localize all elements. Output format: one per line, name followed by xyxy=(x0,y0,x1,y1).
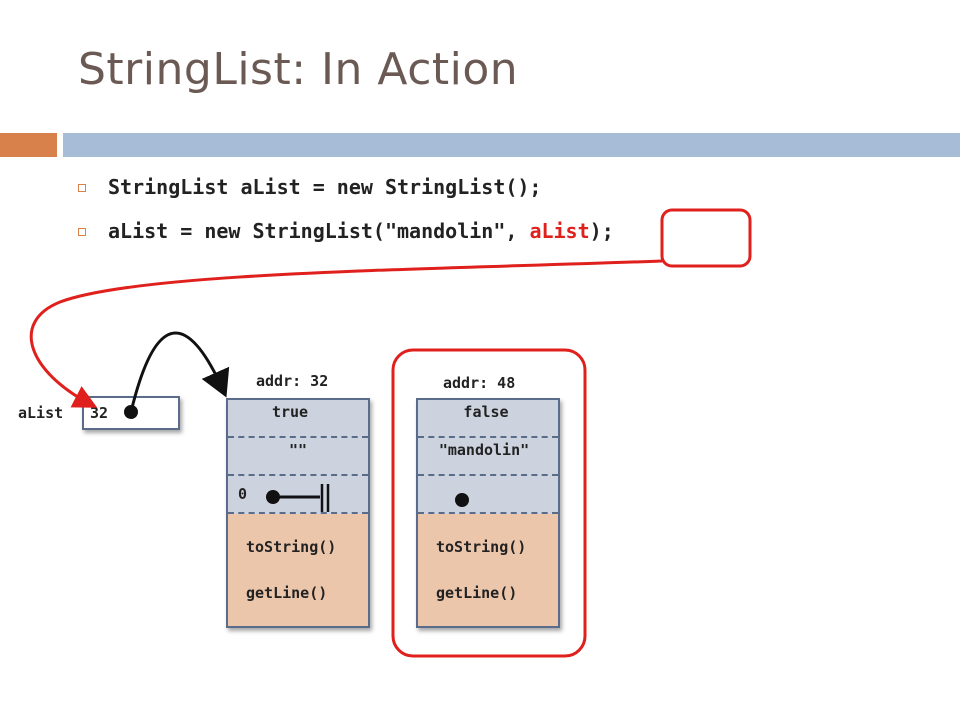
variable-name: aList xyxy=(18,404,64,422)
object-1-line-value: "" xyxy=(288,441,308,459)
object-2-highlight-box xyxy=(391,348,587,658)
object-1: true "" 0 toString() getLine() xyxy=(226,398,370,628)
code-highlight-box xyxy=(660,208,752,268)
bullet-marker-1 xyxy=(78,184,86,192)
code-line-2: aList = new StringList("mandolin", aList… xyxy=(108,219,614,243)
object-2-methods: toString() getLine() xyxy=(418,514,558,626)
object-1-empty-value: true xyxy=(271,403,309,421)
title-underline-orange xyxy=(0,133,57,157)
object-2-empty-field: false xyxy=(418,400,558,438)
variable-pointer-arrow xyxy=(129,331,230,413)
object-2-line-value: "mandolin" xyxy=(438,441,530,459)
object-2-method-tostring: toString() xyxy=(436,538,527,556)
object-1-method-getline: getLine() xyxy=(246,584,328,602)
code-line-2-post: ); xyxy=(589,219,614,243)
object-2-method-getline: getLine() xyxy=(436,584,518,602)
object-1-line-field: "" xyxy=(228,438,368,476)
object-2: false "mandolin" toString() getLine() xyxy=(416,398,560,628)
assignment-arrow xyxy=(29,259,663,408)
object-2-next-dot xyxy=(455,493,469,507)
object-1-addr: addr: 32 xyxy=(256,372,329,390)
variable-value: 32 xyxy=(90,404,109,422)
code-line-1: StringList aList = new StringList(); xyxy=(108,175,542,199)
object-1-empty-field: true xyxy=(228,400,368,438)
code-line-2-pre: aList = new StringList("mandolin", xyxy=(108,219,530,243)
slide-title: StringList: In Action xyxy=(78,44,519,95)
object-2-next-field xyxy=(418,476,558,514)
object-2-line-field: "mandolin" xyxy=(418,438,558,476)
object-1-method-tostring: toString() xyxy=(246,538,337,556)
code-line-2-highlight: aList xyxy=(529,219,590,243)
bullet-marker-2 xyxy=(78,228,86,236)
title-underline-blue xyxy=(63,133,960,157)
object-2-empty-value: false xyxy=(463,403,509,421)
object-2-addr: addr: 48 xyxy=(443,374,516,392)
object-1-methods: toString() getLine() xyxy=(228,514,368,626)
object-1-next-value: 0 xyxy=(238,485,248,503)
object-1-next-field: 0 xyxy=(228,476,368,514)
